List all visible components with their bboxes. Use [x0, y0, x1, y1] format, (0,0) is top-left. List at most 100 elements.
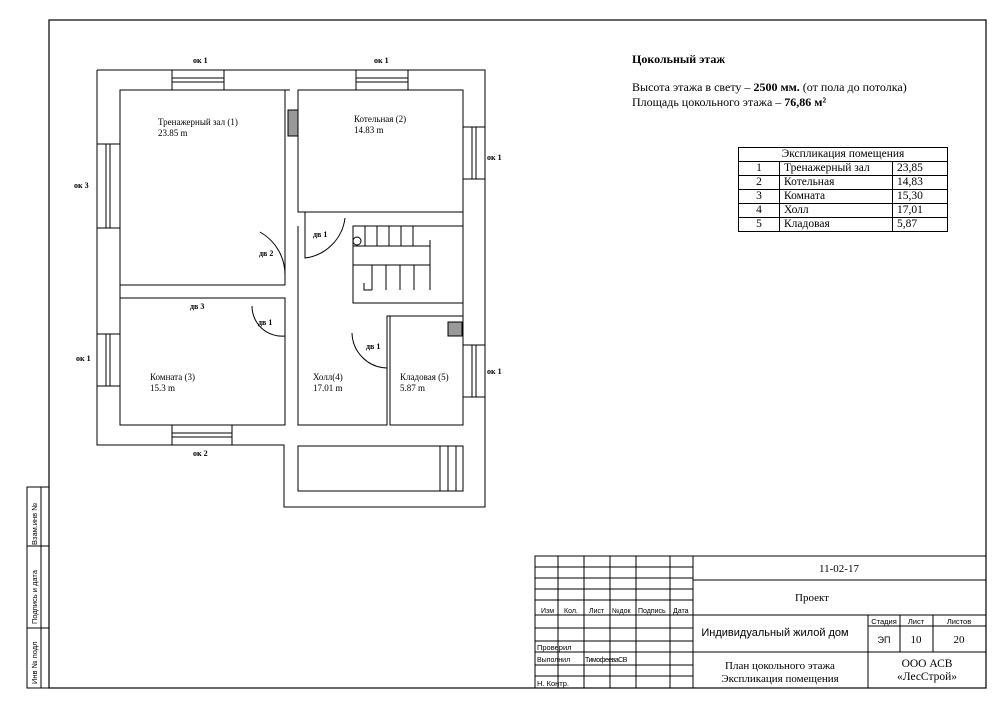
floor-height-suffix: (от пола до потолка): [799, 80, 907, 94]
row-num: 3: [738, 189, 780, 204]
floor-info: Цокольный этаж Высота этажа в свету – 25…: [632, 52, 907, 110]
row-area: 14,83: [892, 175, 948, 190]
stair-start-mark: [352, 236, 362, 246]
floor-area-line: Площадь цокольного этажа – 76,86 м²: [632, 95, 907, 110]
floor-height-line: Высота этажа в свету – 2500 мм. (от пола…: [632, 80, 907, 95]
door-swing-boiler: [304, 212, 346, 259]
room-3-name: Комната (3): [150, 372, 195, 382]
col-podpis: Подпись: [638, 608, 666, 615]
window-label: ок 1: [193, 56, 208, 65]
floor-area-prefix: Площадь цокольного этажа –: [632, 95, 785, 109]
window-left-lower: [96, 333, 121, 387]
porch-outline: [297, 445, 464, 492]
vent-shaft-boiler: [287, 109, 299, 137]
title-block: [534, 555, 987, 689]
list-value: 10: [911, 634, 923, 646]
door-label: дв 1: [366, 342, 380, 351]
title-block-frame: [534, 555, 987, 689]
row-name: Комната: [779, 189, 893, 204]
col-data: Дата: [673, 608, 689, 615]
role-nkontr: Н. Контр.: [537, 679, 569, 688]
door-swing-storage: [351, 332, 388, 369]
window-right-lower: [462, 344, 486, 398]
floor-area-value: 76,86 м²: [784, 95, 827, 109]
window-top-right: [355, 69, 409, 91]
object-name: Индивидуальный жилой дом: [701, 627, 848, 639]
window-label: ок 1: [487, 367, 502, 376]
vent-shaft-storage: [447, 321, 463, 337]
door-swing-room3: [251, 305, 286, 337]
door-label: дв 1: [258, 318, 272, 327]
window-right-upper: [462, 126, 486, 180]
stadia-header: Стадия: [871, 617, 897, 626]
floor-plan: [96, 69, 486, 508]
side-stamp-inv: Инв № подл: [30, 641, 39, 684]
row-area: 15,30: [892, 189, 948, 204]
row-name: Котельная: [779, 175, 893, 190]
side-stamp: [26, 486, 50, 689]
window-label: ок 1: [76, 354, 91, 363]
row-name: Холл: [779, 203, 893, 218]
side-stamp-vzam: Взам.инв №: [30, 503, 39, 545]
explication-header: Экспликация помещения: [738, 147, 948, 162]
room-storage-area: 5.87 m: [400, 383, 425, 393]
col-list: Лист: [589, 608, 605, 615]
role-proveril: Проверил: [537, 643, 572, 652]
stage-title: Проект: [795, 592, 829, 604]
row-area: 17,01: [892, 203, 948, 218]
col-kol: Кол.: [564, 608, 578, 615]
row-num: 4: [738, 203, 780, 218]
stadia-value: ЭП: [878, 635, 891, 645]
side-stamp-col: [40, 486, 50, 689]
project-code: 11-02-17: [819, 563, 859, 575]
company-line1: ООО АСВ: [902, 658, 953, 670]
room-boiler-name: Котельная (2): [354, 114, 406, 124]
door-label: дв 2: [259, 249, 273, 258]
row-num: 2: [738, 175, 780, 190]
window-bottom: [171, 424, 233, 446]
row-area: 23,85: [892, 161, 948, 176]
performer-name: ТимофееваСВ: [585, 657, 628, 664]
row-name: Тренажерный зал: [779, 161, 893, 176]
col-ndoc: №док: [612, 608, 631, 615]
window-top-left: [171, 69, 225, 91]
window-label: ок 3: [74, 181, 89, 190]
room-gym-name: Тренажерный зал (1): [158, 117, 238, 127]
room-gym-area: 23.85 m: [158, 128, 188, 138]
listov-value: 20: [954, 634, 966, 646]
listov-header: Листов: [947, 617, 971, 626]
room-hall-name: Холл(4): [313, 372, 343, 382]
window-label: ок 2: [193, 449, 208, 458]
row-num: 5: [738, 217, 780, 232]
floor-title: Цокольный этаж: [632, 52, 726, 66]
room-3-area: 15.3 m: [150, 383, 175, 393]
room-boiler-outline: [297, 89, 464, 213]
room-boiler-area: 14.83 m: [354, 125, 384, 135]
window-left-upper: [96, 143, 121, 229]
door-label: дв 1: [313, 230, 327, 239]
room-storage-name: Кладовая (5): [400, 372, 449, 382]
company-line2: «ЛесСтрой»: [897, 671, 957, 683]
col-izm: Изм: [541, 608, 554, 615]
list-header: Лист: [908, 617, 925, 626]
room-hall-outline: [297, 226, 463, 426]
sheet-frame: [48, 19, 987, 689]
role-vypolnil: Выполнил: [537, 657, 570, 664]
floor-height-prefix: Высота этажа в свету –: [632, 80, 754, 94]
sheet-title-line1: План цокольного этажа: [725, 660, 835, 672]
room-hall-area: 17.01 m: [313, 383, 343, 393]
row-name: Кладовая: [779, 217, 893, 232]
stair-arrow: [363, 283, 372, 291]
window-label: ок 1: [487, 153, 502, 162]
side-stamp-podpis: Подпись и дата: [30, 569, 39, 624]
floor-height-value: 2500 мм.: [753, 80, 800, 94]
door-label: дв 3: [190, 302, 204, 311]
